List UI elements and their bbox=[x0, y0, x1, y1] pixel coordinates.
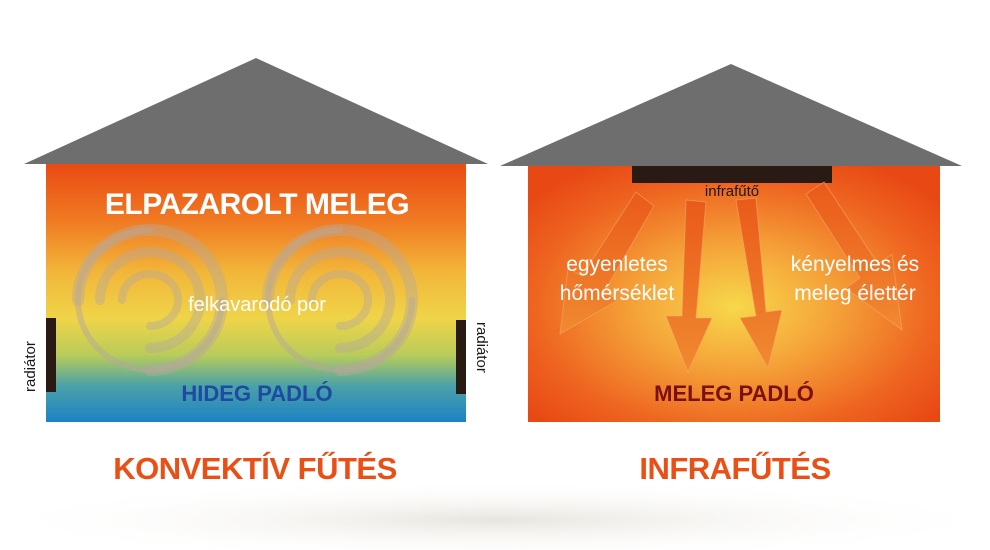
convective-heating-caption: KONVEKTÍV FŰTÉS bbox=[113, 451, 397, 486]
comfortable-space-label: kényelmes és meleg élettér bbox=[775, 250, 935, 308]
radiator-left-icon bbox=[46, 318, 56, 392]
cold-floor-label: HIDEG PADLÓ bbox=[181, 381, 333, 406]
infrared-heater-panel bbox=[632, 166, 832, 183]
infrared-house bbox=[500, 64, 962, 422]
heat-arrow-3-icon bbox=[735, 197, 783, 370]
comfortable-space-line2: meleg élettér bbox=[794, 282, 916, 305]
air-swirl-left-icon bbox=[72, 224, 228, 376]
even-temperature-line1: egyenletes bbox=[566, 253, 668, 276]
radiator-right-icon bbox=[456, 320, 466, 394]
convective-house bbox=[24, 58, 488, 422]
comfortable-space-line1: kényelmes és bbox=[790, 253, 920, 276]
convective-room bbox=[46, 164, 466, 422]
infrared-heating-caption: INFRAFŰTÉS bbox=[639, 451, 831, 486]
infrared-roof bbox=[500, 64, 962, 166]
heat-arrow-2-icon bbox=[665, 199, 713, 374]
dust-label: felkavarodó por bbox=[188, 294, 326, 316]
convective-roof bbox=[24, 58, 488, 164]
ground-shadow bbox=[0, 480, 990, 550]
radiator-left-label: radiátor bbox=[22, 341, 39, 392]
heat-ray-arrows bbox=[559, 181, 903, 374]
heat-arrow-4-icon bbox=[805, 181, 903, 332]
radiator-right-label: radiátor bbox=[473, 322, 490, 373]
infrared-heater-label: infrafűtő bbox=[704, 183, 760, 200]
heat-arrow-1-icon bbox=[559, 191, 655, 335]
wasted-heat-label: ELPAZAROLT MELEG bbox=[104, 188, 410, 221]
air-swirl-right-icon bbox=[262, 224, 418, 376]
even-temperature-label: egyenletes hőmérséklet bbox=[537, 250, 697, 308]
warm-floor-label: MELEG PADLÓ bbox=[654, 381, 814, 406]
even-temperature-line2: hőmérséklet bbox=[559, 282, 675, 305]
